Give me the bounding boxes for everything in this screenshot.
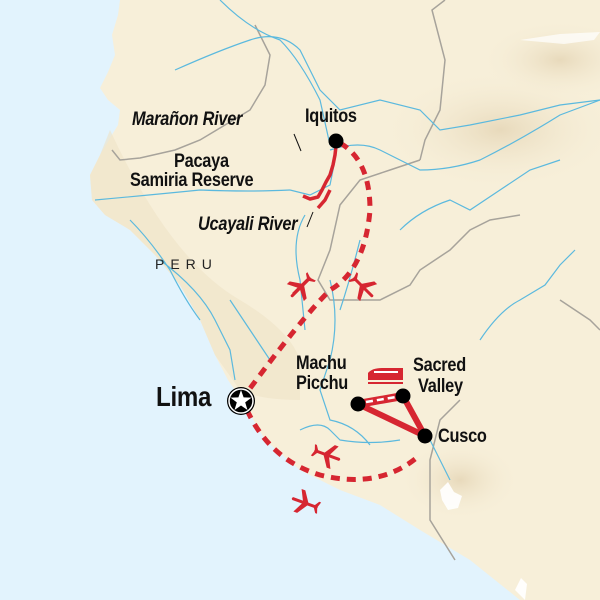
river-route-pacaya bbox=[302, 145, 338, 201]
plane-icon bbox=[291, 488, 322, 514]
label-sacred-2: Valley bbox=[418, 376, 463, 397]
plane-icons bbox=[286, 272, 378, 514]
label-iquitos: Iquitos bbox=[305, 106, 357, 127]
marker-machu-picchu[interactable] bbox=[350, 396, 366, 412]
label-ucayali-river: Ucayali River bbox=[198, 214, 298, 235]
marker-cusco[interactable] bbox=[417, 428, 433, 444]
rivers bbox=[94, 0, 600, 481]
plane-icon bbox=[286, 272, 316, 302]
label-machu-1: Machu bbox=[296, 353, 347, 374]
road-routes bbox=[356, 392, 428, 439]
flight-routes bbox=[240, 140, 422, 482]
train-icon bbox=[368, 368, 403, 384]
plane-icon bbox=[310, 444, 341, 470]
label-maranon-river: Marañon River bbox=[132, 109, 243, 130]
marker-lima[interactable] bbox=[227, 387, 255, 415]
label-sacred-1: Sacred bbox=[413, 355, 466, 376]
label-machu-2: Picchu bbox=[296, 373, 349, 394]
label-cusco: Cusco bbox=[438, 426, 487, 447]
country-label-peru: PERU bbox=[155, 256, 218, 272]
label-pacaya-1: Pacaya bbox=[174, 151, 229, 172]
star-icon bbox=[230, 390, 252, 410]
label-lima: Lima bbox=[156, 381, 212, 412]
marker-iquitos[interactable] bbox=[328, 133, 344, 149]
label-pacaya-2: Samiria Reserve bbox=[130, 170, 254, 191]
country-borders bbox=[111, 0, 600, 561]
marker-sacred-valley[interactable] bbox=[395, 388, 411, 404]
plane-icon bbox=[348, 272, 378, 302]
